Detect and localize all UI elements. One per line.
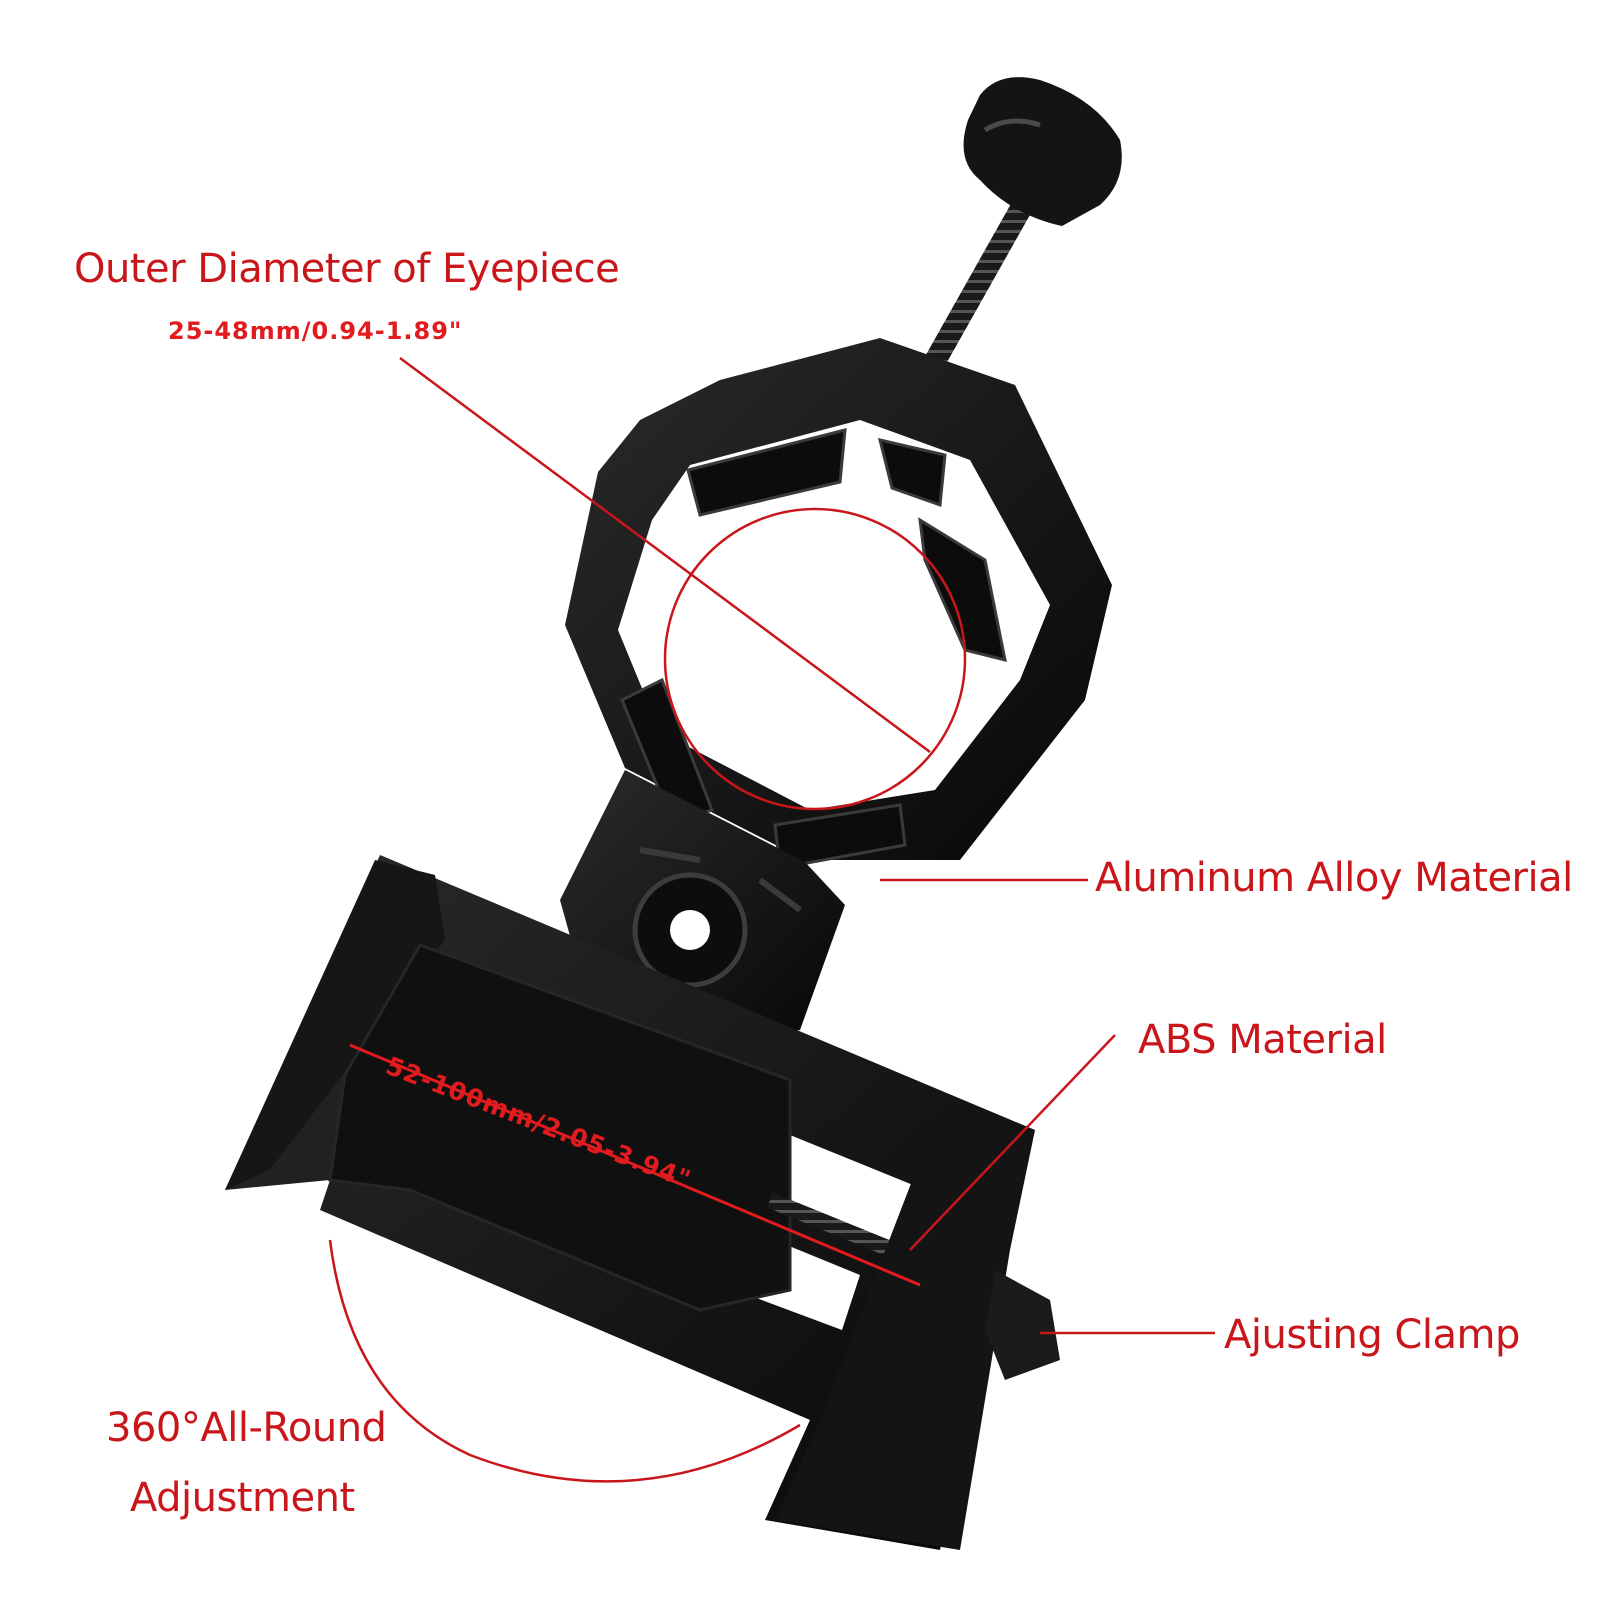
clamp-pad-left: [620, 677, 714, 824]
clamp-pad-top: [686, 428, 847, 517]
adjusting-clamp-label: Ajusting Clamp: [1224, 1312, 1520, 1358]
eyepiece-diameter-circle: [663, 507, 967, 811]
eyepiece-size-label: 25-48mm/0.94-1.89": [168, 317, 463, 345]
rotation-label-line1: 360°All-Round: [106, 1405, 387, 1451]
screw-thread: [919, 169, 1048, 381]
top-thumb-screw: [919, 77, 1122, 381]
eyepiece-diameter-label: Outer Diameter of Eyepiece: [74, 246, 620, 292]
phone-width-line: [349, 1043, 921, 1287]
abs-leader-line: [909, 1034, 1116, 1251]
eyepiece-clamp-frame: [565, 338, 1112, 870]
annotation-graphics: [328, 356, 1215, 1483]
phone-holder-right-jaw: [775, 1130, 1035, 1550]
abs-material-label: ABS Material: [1138, 1017, 1387, 1063]
rotation-arc: [328, 1239, 801, 1483]
clamp-screw-rod: [766, 1192, 909, 1263]
phone-holder: [225, 855, 1060, 1550]
eyepiece-leader-line: [399, 356, 931, 754]
adjusting-knob: [985, 1270, 1060, 1380]
phone-holder-pad: [328, 943, 792, 1312]
phone-holder-left-jaw: [225, 860, 445, 1190]
rotation-label-line2: Adjustment: [130, 1475, 355, 1521]
clamp-pad-right: [918, 517, 1007, 663]
screw-knob: [963, 77, 1122, 226]
clamp-pad-top-right: [877, 437, 947, 508]
aluminum-material-label: Aluminum Alloy Material: [1095, 855, 1573, 901]
